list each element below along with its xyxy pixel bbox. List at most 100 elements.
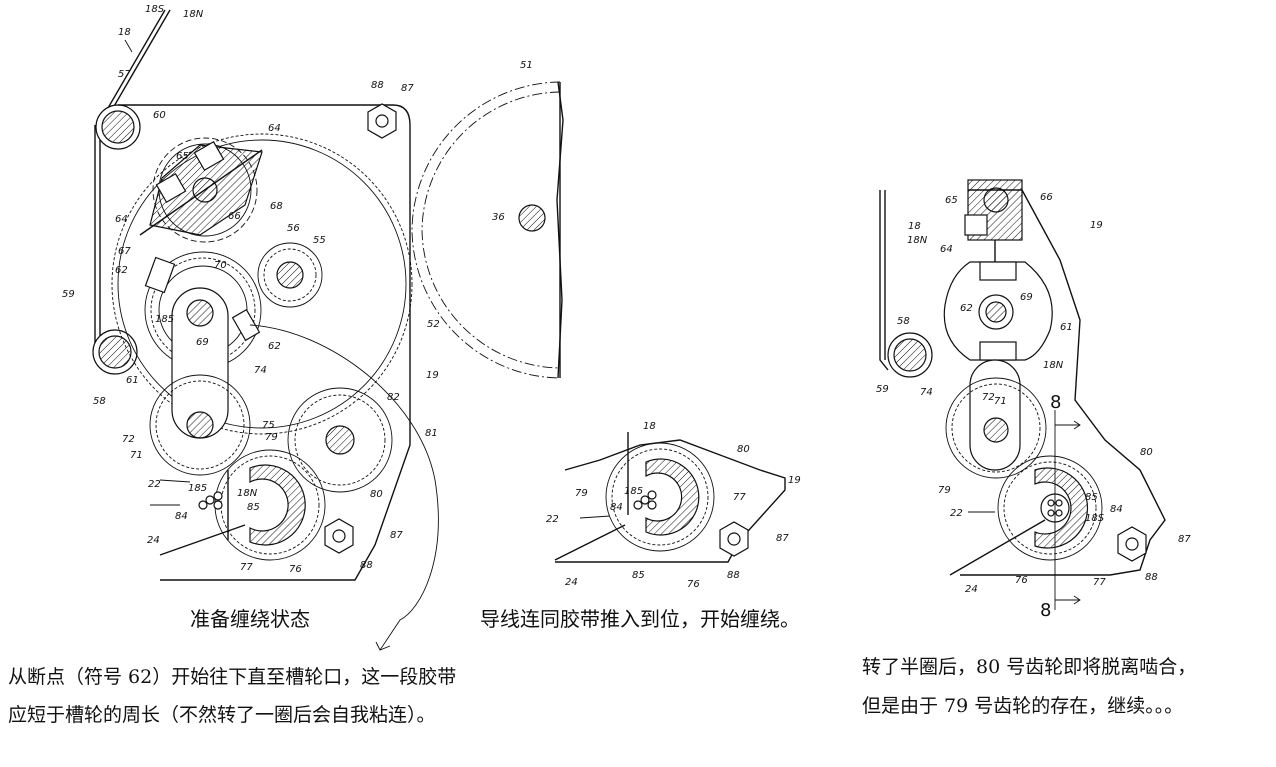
svg-text:88: 88 xyxy=(360,560,373,571)
svg-text:18N: 18N xyxy=(183,9,204,20)
svg-text:80: 80 xyxy=(1140,447,1153,458)
svg-text:75: 75 xyxy=(262,420,275,431)
svg-text:18: 18 xyxy=(118,27,131,38)
svg-text:52: 52 xyxy=(427,319,440,330)
svg-text:62: 62 xyxy=(268,341,281,352)
svg-text:18: 18 xyxy=(908,221,921,232)
svg-text:88: 88 xyxy=(727,570,740,581)
left-note-line-2: 应短于槽轮的周长（不然转了一圈后会自我粘连）。 xyxy=(8,704,436,726)
svg-text:60: 60 xyxy=(153,110,166,121)
svg-text:77: 77 xyxy=(240,562,253,573)
right-note-line-2: 但是由于 79 号齿轮的存在，继续。。。 xyxy=(862,695,1184,717)
svg-text:55: 55 xyxy=(313,235,326,246)
svg-text:22: 22 xyxy=(148,479,161,490)
svg-text:79: 79 xyxy=(938,485,951,496)
svg-text:84: 84 xyxy=(610,502,623,513)
svg-text:18N: 18N xyxy=(907,235,928,246)
svg-text:18N: 18N xyxy=(237,488,258,499)
svg-text:68: 68 xyxy=(270,201,283,212)
svg-text:57: 57 xyxy=(118,69,131,80)
figure-2-caption: 导线连同胶带推入到位，开始缠绕。 xyxy=(480,607,800,631)
svg-text:67: 67 xyxy=(118,246,131,257)
figure-2-labels: 18 80 185 77 19 79 84 22 76 87 85 24 88 xyxy=(546,421,801,590)
svg-text:185: 185 xyxy=(188,483,207,494)
svg-text:87: 87 xyxy=(1178,534,1191,545)
figure-2-drawing xyxy=(554,432,786,563)
svg-text:18N: 18N xyxy=(1043,360,1064,371)
svg-text:77: 77 xyxy=(733,492,746,503)
svg-text:58: 58 xyxy=(93,396,106,407)
svg-text:76: 76 xyxy=(289,564,302,575)
svg-text:19: 19 xyxy=(426,370,439,381)
svg-text:22: 22 xyxy=(950,508,963,519)
svg-text:82: 82 xyxy=(387,392,400,403)
svg-text:79: 79 xyxy=(575,488,588,499)
svg-text:74: 74 xyxy=(920,387,933,398)
svg-text:18S: 18S xyxy=(145,4,165,15)
svg-text:71: 71 xyxy=(994,396,1007,407)
svg-text:19: 19 xyxy=(788,475,801,486)
svg-text:19: 19 xyxy=(1090,220,1103,231)
svg-text:61: 61 xyxy=(126,375,139,386)
svg-text:69: 69 xyxy=(196,337,209,348)
svg-text:64: 64 xyxy=(940,244,953,255)
left-note-line-1: 从断点（符号 62）开始往下直至槽轮口，这一段胶带 xyxy=(8,666,457,688)
svg-text:85: 85 xyxy=(1085,492,1098,503)
svg-text:72: 72 xyxy=(982,392,995,403)
svg-text:88: 88 xyxy=(1145,572,1158,583)
svg-text:85: 85 xyxy=(632,570,645,581)
figure-1-labels: 18S 18N 18 57 60 88 87 51 64 65 66 68 56… xyxy=(62,4,533,575)
svg-text:8: 8 xyxy=(1040,600,1051,621)
svg-text:61: 61 xyxy=(1060,322,1073,333)
svg-text:64: 64 xyxy=(268,123,281,134)
svg-text:24: 24 xyxy=(965,584,978,595)
svg-text:77: 77 xyxy=(1093,577,1106,588)
svg-text:87: 87 xyxy=(401,83,414,94)
svg-text:74: 74 xyxy=(254,365,267,376)
svg-text:64: 64 xyxy=(115,214,128,225)
svg-text:62: 62 xyxy=(960,303,973,314)
svg-text:185: 185 xyxy=(624,486,643,497)
svg-text:59: 59 xyxy=(62,289,75,300)
svg-text:69: 69 xyxy=(1020,292,1033,303)
svg-text:88: 88 xyxy=(371,80,384,91)
svg-text:18: 18 xyxy=(643,421,656,432)
svg-text:71: 71 xyxy=(130,450,143,461)
svg-text:66: 66 xyxy=(228,211,241,222)
svg-text:70: 70 xyxy=(214,260,227,271)
svg-text:58: 58 xyxy=(897,316,910,327)
svg-text:62: 62 xyxy=(115,265,128,276)
figure-3-labels: 65 66 18 19 18N 64 62 69 61 58 18N 74 59… xyxy=(876,192,1191,621)
svg-text:24: 24 xyxy=(565,577,578,588)
svg-text:87: 87 xyxy=(390,530,403,541)
svg-text:84: 84 xyxy=(1110,504,1123,515)
svg-text:76: 76 xyxy=(1015,575,1028,586)
figure-1-drawing xyxy=(92,9,564,651)
svg-text:56: 56 xyxy=(287,223,300,234)
svg-text:66: 66 xyxy=(1040,192,1053,203)
svg-text:84: 84 xyxy=(175,511,188,522)
svg-text:72: 72 xyxy=(122,434,135,445)
svg-text:80: 80 xyxy=(370,489,383,500)
svg-text:36: 36 xyxy=(492,212,505,223)
svg-text:185: 185 xyxy=(155,314,174,325)
svg-text:22: 22 xyxy=(546,514,559,525)
svg-text:59: 59 xyxy=(876,384,889,395)
svg-text:80: 80 xyxy=(737,444,750,455)
svg-text:65: 65 xyxy=(945,195,958,206)
svg-text:85: 85 xyxy=(247,502,260,513)
figure-3-drawing xyxy=(879,179,1166,610)
right-note-line-1: 转了半圈后，80 号齿轮即将脱离啮合， xyxy=(862,656,1197,678)
svg-text:51: 51 xyxy=(520,60,533,71)
svg-text:24: 24 xyxy=(147,535,160,546)
svg-text:65: 65 xyxy=(176,151,189,162)
svg-text:79: 79 xyxy=(265,432,278,443)
svg-text:76: 76 xyxy=(687,579,700,590)
figure-1-caption: 准备缠绕状态 xyxy=(190,607,310,631)
svg-text:18S: 18S xyxy=(1085,513,1105,524)
svg-text:8: 8 xyxy=(1050,392,1061,413)
svg-text:87: 87 xyxy=(776,533,789,544)
svg-text:81: 81 xyxy=(425,428,438,439)
